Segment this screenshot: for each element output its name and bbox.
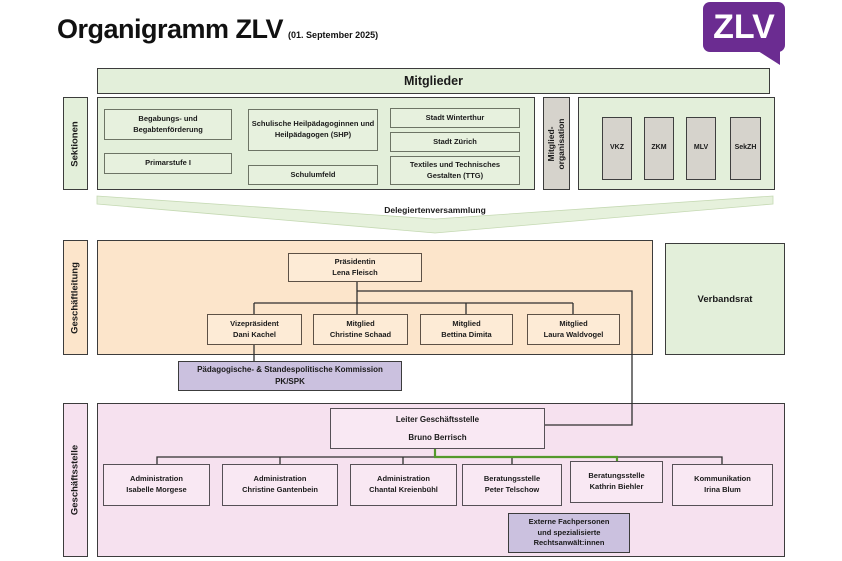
node-kommission-pkspk: Pädagogische- & Standespolitische Kommis… [178,361,402,391]
sektion-label: Schulische Heilpädagoginnen und Heilpäda… [251,119,375,139]
sektion-label: Stadt Winterthur [425,112,485,122]
role: Beratungsstelle [588,471,645,481]
sektion-primarstufe: Primarstufe I [104,153,232,174]
org-vkz: VKZ [602,117,632,180]
mitgliedorganisation-label-text: Mitglied- organisation [545,117,567,170]
node-mitglied-waldvogel: Mitglied Laura Waldvogel [527,314,620,345]
verbandsrat-label: Verbandsrat [697,293,753,305]
geschaeftsstelle-side-label: Geschäftsstelle [63,403,88,557]
name: Christine Schaad [329,329,392,339]
label-line1: Mitglied- [545,126,556,161]
org-sekzh: SekZH [730,117,761,180]
sektionen-side-label: Sektionen [63,97,88,190]
role: Administration [253,474,307,484]
org-label: SekZH [734,144,757,152]
mitglieder-bar: Mitglieder [97,68,770,94]
org-label: MLV [693,144,709,152]
sektion-ttg: Textiles und Technisches Gestalten (TTG) [390,156,520,185]
role: Vizepräsident [230,318,279,328]
speech-bubble-tail-icon [758,51,780,65]
node-admin-morgese: Administration Isabelle Morgese [103,464,210,506]
geschaeftsstelle-label-text: Geschäftsstelle [69,444,81,516]
node-beratung-telschow: Beratungsstelle Peter Telschow [462,464,562,506]
sektion-schulumfeld: Schulumfeld [248,165,378,185]
role: Mitglied [452,318,481,328]
mitgliedorganisation-side-label: Mitglied- organisation [543,97,570,190]
geschaeftsleitung-label-text: Geschäftleitung [69,261,81,334]
sektionen-label-text: Sektionen [69,120,81,167]
node-externe-fachpersonen: Externe Fachpersonen und spezialisierte … [508,513,630,553]
extern-line3: Rechtsanwält:innen [533,538,605,548]
node-admin-gantenbein: Administration Christine Gantenbein [222,464,338,506]
name: Peter Telschow [484,485,540,494]
role: Beratungsstelle [483,474,541,484]
extern-line1: Externe Fachpersonen [528,516,610,526]
label-line2: organisation [555,117,566,170]
name: Chantal Kreienbühl [369,485,438,494]
extern-line2: und spezialisierte [537,527,601,537]
org-zkm: ZKM [644,117,674,180]
page-title: Organigramm ZLV (01. September 2025) [57,14,378,45]
name: Christine Gantenbein [242,485,318,494]
node-leiter-geschaeftsstelle: Leiter Geschäftsstelle Bruno Berrisch [330,408,545,449]
zlv-logo: ZLV [703,2,785,65]
geschaeftsleitung-side-label: Geschäftleitung [63,240,88,355]
sektion-stadt-zuerich: Stadt Zürich [390,132,520,152]
sektion-label: Textiles und Technisches Gestalten (TTG) [409,159,501,180]
delegiertenversammlung-label: Delegiertenversammlung [384,205,486,215]
sektion-label: Begabungs- und Begabtenförderung [133,113,203,134]
node-beratung-biehler: Beratungsstelle Kathrin Biehler [570,461,663,503]
verbandsrat-box: Verbandsrat [665,243,785,355]
sektion-begabungsfoerderung: Begabungs- und Begabtenförderung [104,109,232,140]
role: Präsidentin [334,256,376,266]
mitglieder-label: Mitglieder [403,74,464,88]
sektion-label: Schulumfeld [290,169,336,179]
node-mitglied-dimita: Mitglied Bettina Dimita [420,314,513,345]
node-admin-kreienbuehl: Administration Chantal Kreienbühl [350,464,457,506]
title-date: (01. September 2025) [288,30,379,40]
node-vizepraesident: Vizepräsident Dani Kachel [207,314,302,345]
sektion-label: Primarstufe I [145,158,191,168]
sektion-stadt-winterthur: Stadt Winterthur [390,108,520,128]
role: Administration [130,474,183,484]
name: Lena Fleisch [332,267,378,277]
node-mitglied-schaad: Mitglied Christine Schaad [313,314,408,345]
role: Administration [377,474,430,484]
kommission-line1: Pädagogische- & Standespolitische Kommis… [197,365,383,375]
name: Dani Kachel [233,329,276,339]
name: Bruno Berrisch [408,432,467,442]
name: Kathrin Biehler [589,482,644,491]
role: Mitglied [559,318,588,328]
sektion-shp: Schulische Heilpädagoginnen und Heilpäda… [248,109,378,151]
name: Irina Blum [704,485,741,494]
org-label: ZKM [651,144,667,152]
node-praesidentin: Präsidentin Lena Fleisch [288,253,422,282]
name: Bettina Dimita [441,329,492,339]
zlv-logo-text: ZLV [713,8,775,46]
sektion-label: Stadt Zürich [433,136,477,146]
role: Mitglied [346,318,375,328]
node-kommunikation-blum: Kommunikation Irina Blum [672,464,773,506]
role: Kommunikation [694,474,751,484]
org-mlv: MLV [686,117,716,180]
org-label: VKZ [610,144,624,152]
role: Leiter Geschäftsstelle [395,414,480,424]
kommission-line2: PK/SPK [275,377,305,386]
title-text: Organigramm ZLV [57,14,284,44]
name: Laura Waldvogel [543,329,604,339]
name: Isabelle Morgese [126,485,187,494]
